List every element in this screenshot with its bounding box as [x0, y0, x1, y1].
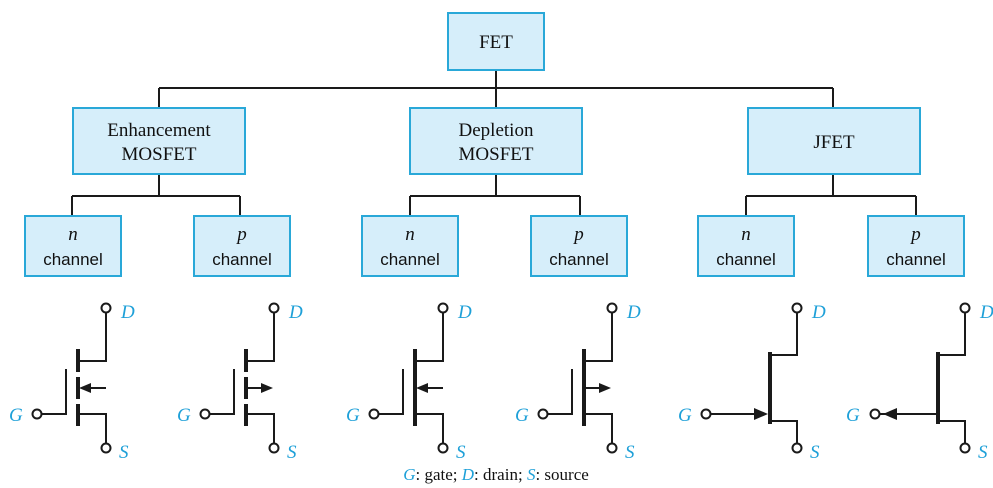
node-jfet-p-channel: p channel: [867, 215, 965, 277]
channel-type-label: p: [235, 224, 247, 245]
source-label: S: [978, 442, 988, 463]
source-terminal: [268, 442, 280, 454]
source-label: S: [456, 442, 466, 463]
drain-label: D: [979, 302, 993, 323]
node-enhancement-mosfet: Enhancement MOSFET: [72, 107, 246, 175]
drain-terminal: [959, 302, 971, 314]
source-terminal: [606, 442, 618, 454]
drain-terminal: [268, 302, 280, 314]
channel-word-label: channel: [716, 250, 776, 269]
channel-type-label: p: [572, 224, 584, 245]
gate-label: G: [346, 405, 360, 426]
node-depletion-line1: Depletion: [459, 120, 534, 141]
gate-label: G: [177, 405, 191, 426]
gate-terminal: [869, 408, 881, 420]
legend-caption: G: gate; D: drain; S: source: [403, 465, 589, 484]
channel-word-label: channel: [212, 250, 272, 269]
symbol-enhancement-n-mosfet: D G S: [9, 302, 135, 463]
drain-label: D: [120, 302, 135, 323]
source-terminal: [437, 442, 449, 454]
node-jfet-label: JFET: [813, 132, 855, 153]
node-fet-label: FET: [479, 32, 513, 53]
channel-word-label: channel: [549, 250, 609, 269]
channel-type-label: p: [909, 224, 921, 245]
source-terminal: [959, 442, 971, 454]
caption-gate-symbol: G: [403, 465, 415, 484]
channel-type-label: n: [741, 224, 751, 245]
drain-terminal: [437, 302, 449, 314]
symbol-enhancement-p-mosfet: D G S: [177, 302, 303, 463]
gate-label: G: [678, 405, 692, 426]
node-depletion-mosfet: Depletion MOSFET: [409, 107, 583, 175]
gate-terminal: [700, 408, 712, 420]
drain-label: D: [288, 302, 303, 323]
node-jfet: JFET: [747, 107, 921, 175]
source-terminal: [791, 442, 803, 454]
node-enh-p-channel: p channel: [193, 215, 291, 277]
source-label: S: [810, 442, 820, 463]
caption-gate-text: : gate;: [416, 465, 462, 484]
gate-label: G: [846, 405, 860, 426]
symbol-depletion-p-mosfet: D G S: [515, 302, 641, 463]
symbol-depletion-n-mosfet: D G S: [346, 302, 472, 463]
channel-type-label: n: [68, 224, 78, 245]
channel-type-label: n: [405, 224, 415, 245]
gate-label: G: [515, 405, 529, 426]
gate-terminal: [199, 408, 211, 420]
channel-word-label: channel: [886, 250, 946, 269]
node-dep-p-channel: p channel: [530, 215, 628, 277]
drain-label: D: [626, 302, 641, 323]
source-label: S: [625, 442, 635, 463]
caption-drain-symbol: D: [461, 465, 475, 484]
node-jfet-n-channel: n channel: [697, 215, 795, 277]
source-label: S: [119, 442, 129, 463]
symbol-jfet-n: D G S: [678, 302, 826, 463]
channel-word-label: channel: [380, 250, 440, 269]
symbol-jfet-p: D G S: [846, 302, 993, 463]
gate-label: G: [9, 405, 23, 426]
caption-drain-text: : drain;: [474, 465, 527, 484]
node-depletion-line2: MOSFET: [459, 144, 534, 165]
gate-terminal: [537, 408, 549, 420]
caption-source-symbol: S: [527, 465, 536, 484]
drain-terminal: [100, 302, 112, 314]
drain-label: D: [811, 302, 826, 323]
caption-source-text: : source: [535, 465, 588, 484]
tree-connectors: [71, 70, 917, 216]
drain-terminal: [791, 302, 803, 314]
gate-terminal: [368, 408, 380, 420]
gate-terminal: [31, 408, 43, 420]
node-dep-n-channel: n channel: [361, 215, 459, 277]
channel-word-label: channel: [43, 250, 103, 269]
node-fet: FET: [447, 12, 545, 71]
node-enhancement-line2: MOSFET: [122, 144, 197, 165]
source-label: S: [287, 442, 297, 463]
node-enhancement-line1: Enhancement: [107, 120, 211, 141]
node-enh-n-channel: n channel: [24, 215, 122, 277]
drain-label: D: [457, 302, 472, 323]
drain-terminal: [606, 302, 618, 314]
source-terminal: [100, 442, 112, 454]
